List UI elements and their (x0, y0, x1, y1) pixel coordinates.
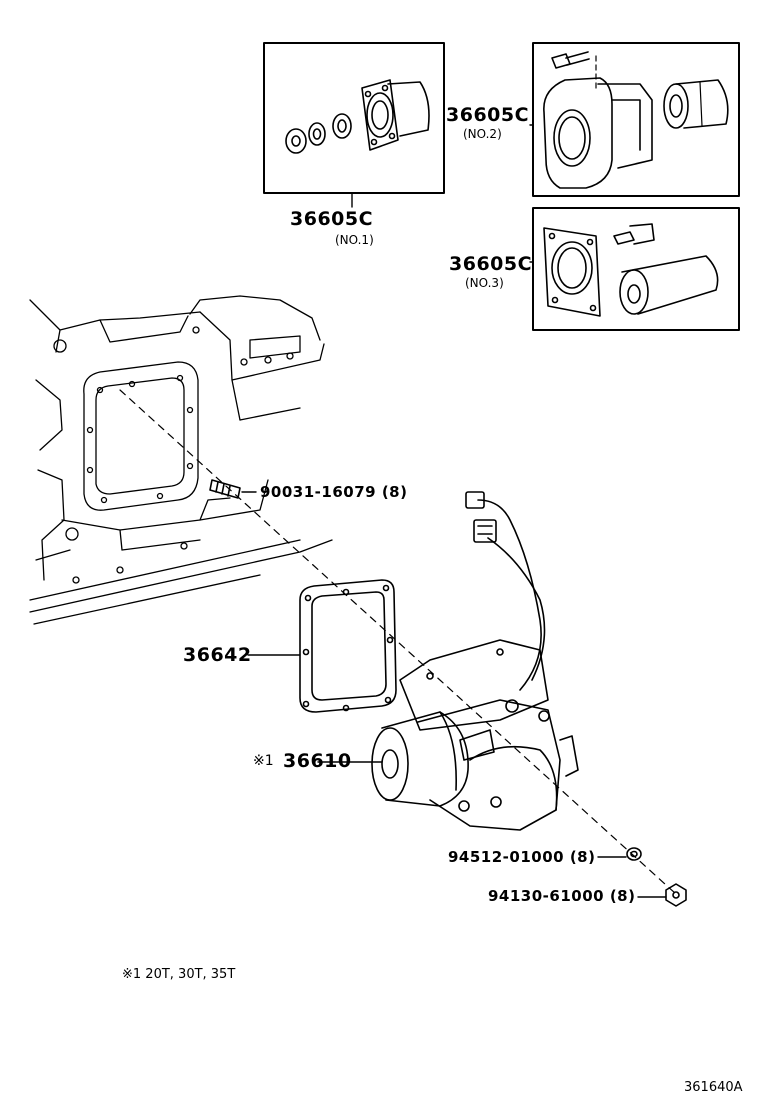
label-part-stud: 90031-16079 (8) (260, 483, 408, 501)
diagram-id: 361640A (684, 1080, 743, 1095)
label-no3: (NO.3) (465, 276, 504, 290)
label-part-nut: 94130-61000 (8) (488, 887, 636, 905)
label-part-36605c-no2: 36605C (446, 104, 530, 126)
label-part-36605c-no1: 36605C (290, 208, 374, 230)
footnote: ※1 20T, 30T, 35T (122, 967, 236, 982)
label-part-actuator: 36610 (283, 750, 352, 772)
flange-nut (637, 883, 687, 907)
kit-no2-box (529, 42, 740, 197)
alignment-line (119, 389, 677, 895)
label-part-36605c-no3: 36605C (449, 253, 533, 275)
stud-bolt (209, 479, 257, 499)
gasket (247, 579, 397, 713)
label-no1: (NO.1) (335, 233, 374, 247)
transmission-housing (29, 295, 333, 625)
label-note-mark: ※1 (253, 753, 274, 769)
label-part-washer: 94512-01000 (8) (448, 848, 596, 866)
kit-no3-box (529, 207, 740, 331)
washer (597, 847, 642, 861)
label-part-gasket: 36642 (183, 644, 252, 666)
label-no2: (NO.2) (463, 127, 502, 141)
shift-actuator (317, 491, 579, 831)
kit-no1-box (263, 42, 445, 208)
